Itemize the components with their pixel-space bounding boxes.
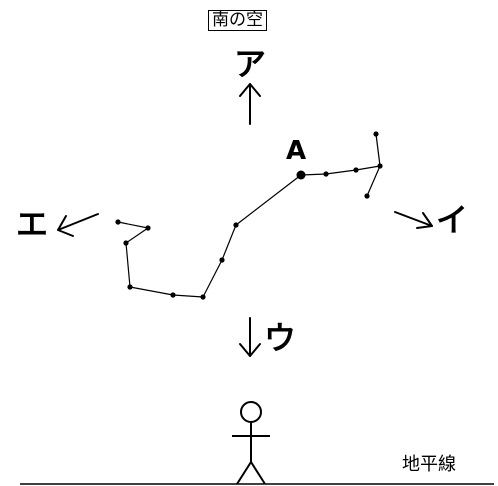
constellation-line [367, 166, 380, 196]
constellation-line [126, 243, 130, 287]
star [233, 222, 238, 227]
star [127, 284, 132, 289]
constellation-line [236, 175, 301, 225]
horizon-label: 地平線 [402, 456, 456, 474]
direction-left-label: エ [16, 208, 48, 240]
star [123, 240, 128, 245]
star-a [297, 171, 306, 180]
star [373, 131, 378, 136]
constellation-line [356, 166, 380, 170]
constellation-line [222, 225, 236, 260]
constellation-line [203, 260, 222, 297]
constellation-line [376, 134, 380, 166]
constellation [115, 131, 382, 299]
star [364, 193, 369, 198]
star [377, 163, 382, 168]
star [219, 257, 224, 262]
star [323, 171, 328, 176]
direction-top-label: ア [234, 48, 266, 80]
arrow-right-icon [395, 212, 432, 228]
star [353, 167, 358, 172]
constellation-line [326, 170, 356, 174]
arrow-down-icon [240, 318, 260, 356]
constellation-line [126, 228, 148, 243]
constellation-line [173, 295, 203, 297]
constellation-line [118, 222, 148, 228]
arrow-up-icon [240, 84, 260, 124]
star [200, 294, 205, 299]
star [145, 225, 150, 230]
direction-bottom-label: ウ [264, 322, 296, 354]
star [170, 292, 175, 297]
arrow-left-icon [58, 214, 98, 236]
star [115, 219, 120, 224]
sky-title: 南の空 [208, 10, 267, 31]
direction-right-label: イ [436, 204, 468, 236]
observer-figure [232, 402, 270, 484]
constellation-line [130, 287, 173, 295]
star-a-label: A [286, 138, 306, 164]
